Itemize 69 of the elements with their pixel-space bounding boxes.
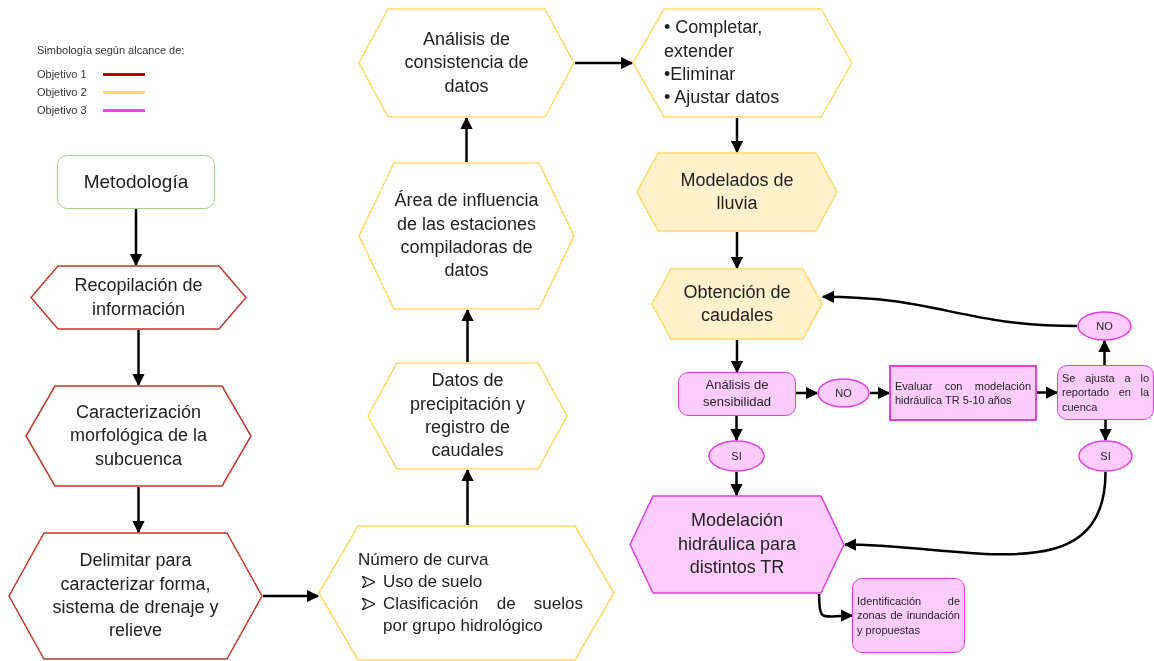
arrow [843, 471, 1107, 556]
node-text: • Ajustar datos [664, 86, 780, 110]
arrow [730, 472, 743, 497]
process-hexagon [651, 268, 823, 340]
legend-text: Objetivo 1 [37, 67, 88, 82]
node-text: SI [1099, 448, 1112, 464]
process-hexagon [629, 495, 845, 594]
node-text: Obtención de caudales [682, 280, 792, 327]
legend-text: Objetivo 3 [37, 103, 88, 118]
arrow [870, 386, 891, 400]
process-box [1057, 365, 1154, 420]
process-box [889, 365, 1037, 421]
legend-text: Objetivo 2 [37, 85, 88, 100]
arrow [575, 56, 634, 70]
process-box [678, 372, 796, 416]
decision-ellipse [708, 440, 765, 472]
arrow [730, 340, 744, 374]
arrow [460, 116, 473, 162]
node-text: Clasificación de suelos por grupo hidrológico [383, 593, 583, 638]
arrow [817, 594, 854, 622]
node-text: • Completar, extender [664, 16, 764, 63]
decision-ellipse [1077, 311, 1132, 341]
node-text: Uso de suelo [383, 570, 483, 593]
arrow [796, 386, 819, 400]
node-text: Identificación de zonas de inundación y propuestas [857, 594, 960, 637]
node-text: Modelación hidráulica para distintos TR [676, 509, 798, 580]
node-text: Evaluar con modelación hidráulica TR 5-10 años [895, 378, 1031, 408]
decision-ellipse [817, 378, 870, 408]
arrow [1098, 339, 1111, 365]
process-hexagon [30, 265, 247, 330]
node-text: Datos de precipitación y registro de caudales [408, 369, 527, 463]
arrow [1037, 386, 1059, 399]
process-box [852, 578, 965, 653]
node-text: Delimitar para caracterizar forma, sistema de drenaje y relieve [51, 549, 220, 643]
process-hexagon [8, 532, 263, 660]
arrow [132, 330, 145, 387]
node-text: Número de curva [358, 548, 489, 571]
node-text: •Eliminar [664, 63, 736, 86]
arrow [461, 468, 474, 525]
node-text: Caracterización morfológica de la subcuenca [68, 400, 209, 471]
node-text: Análisis de consistencia de datos [403, 27, 530, 98]
arrow [821, 290, 1078, 328]
arrow [461, 308, 474, 362]
arrow [129, 209, 143, 267]
process-hexagon [636, 152, 838, 232]
arrow [730, 118, 744, 154]
node-text: Modelados de lluvia [679, 168, 795, 215]
arrow [730, 232, 744, 270]
node-text: NO [1095, 318, 1114, 334]
node-text: NO [834, 385, 853, 401]
arrow [1099, 420, 1112, 442]
process-hexagon [358, 8, 575, 118]
arrow [263, 589, 320, 603]
node-text: Metodología [82, 169, 190, 194]
legend-title: Simbología según alcance de: [37, 43, 185, 58]
process-hexagon [358, 162, 575, 310]
node-text: SI [730, 448, 743, 464]
decision-ellipse [1078, 440, 1133, 472]
node-text: Se ajusta a lo reportado en la cuenca [1062, 371, 1149, 414]
arrow [730, 416, 743, 442]
process-hexagon [318, 525, 615, 661]
node-text: Área de influencia de las estaciones compiladoras de datos [394, 189, 539, 283]
arrow [132, 487, 145, 534]
node-text: Recopilación de información [73, 274, 204, 321]
process-hexagon [367, 362, 568, 470]
process-hexagon [25, 385, 252, 487]
process-box [57, 155, 215, 209]
process-hexagon [632, 8, 853, 118]
node-text: Análisis de sensibilidad [702, 377, 772, 411]
